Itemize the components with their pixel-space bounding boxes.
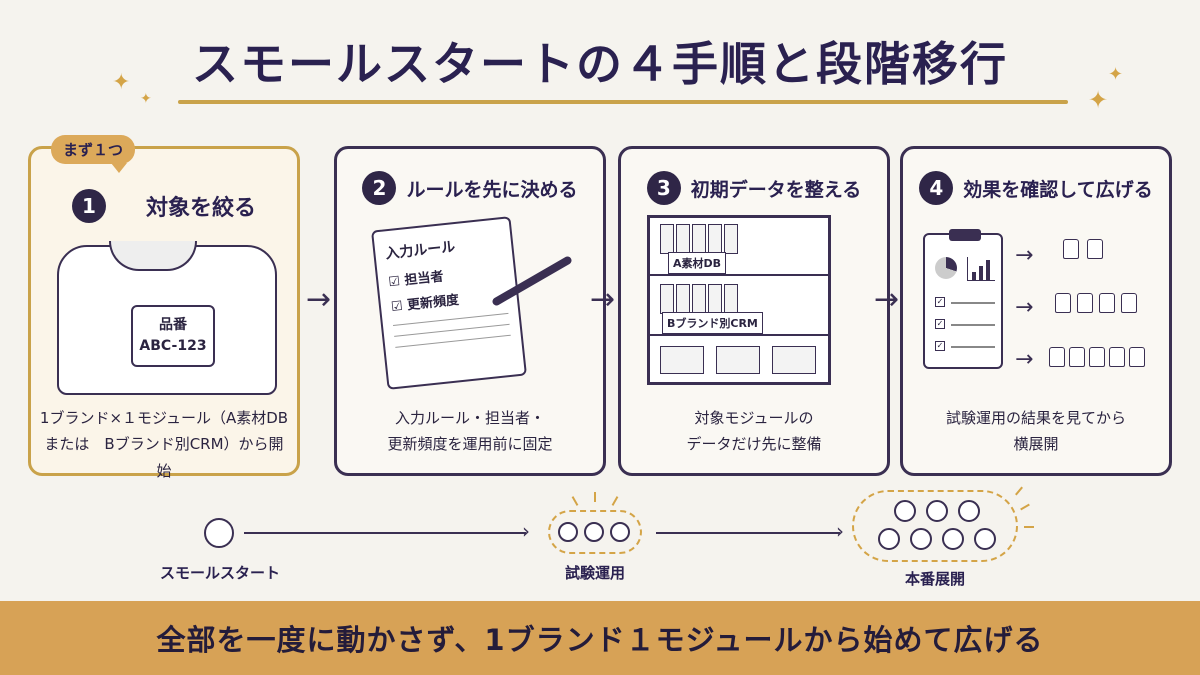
footer-message: 全部を一度に動かさず、1ブランド１モジュールから始めて広げる bbox=[156, 623, 1044, 657]
timeline-line bbox=[656, 532, 840, 534]
shelf-illustration: A素材DB Bブランド別CRM bbox=[647, 215, 831, 385]
stage-dot bbox=[958, 500, 980, 522]
caption-line: または Bブランド別CRM）から開始 bbox=[44, 435, 284, 480]
notebook-item: ☑ 更新頻度 bbox=[390, 292, 460, 316]
sparkle-icon: ✦ bbox=[140, 91, 152, 107]
arrow-right-icon: → bbox=[874, 282, 900, 317]
shirt-icon bbox=[1055, 293, 1071, 313]
step-number: 4 bbox=[919, 171, 954, 205]
stage-label: 本番展開 bbox=[904, 570, 965, 588]
step-number: 3 bbox=[646, 171, 681, 205]
caption-line: 対象モジュールの bbox=[694, 409, 814, 427]
stage-dot bbox=[926, 500, 948, 522]
step-header: 2 ルールを先に決める bbox=[337, 171, 603, 205]
stage-dot bbox=[204, 518, 234, 548]
sparkle-icon: ✦ bbox=[112, 70, 131, 95]
step-card-4: 4 効果を確認して広げる ✓ ✓ ✓ → → → 試験運用の結果を見てから 横展… bbox=[900, 146, 1172, 476]
stage-dot bbox=[558, 522, 578, 542]
stage-dot bbox=[894, 500, 916, 522]
page-title: スモールスタートの４手順と段階移行 bbox=[192, 37, 1008, 91]
shirt-icon bbox=[1077, 293, 1093, 313]
stage-dot bbox=[584, 522, 604, 542]
arrow-right-icon: → bbox=[590, 282, 616, 317]
caption-line: 試験運用の結果を見てから bbox=[945, 409, 1126, 427]
caption-line: データだけ先に整備 bbox=[686, 435, 822, 454]
shirt-icon bbox=[1087, 239, 1103, 259]
clipboard-report-icon: ✓ ✓ ✓ bbox=[923, 229, 1003, 369]
arrow-right-icon: → bbox=[1015, 347, 1034, 372]
arrow-right-icon: → bbox=[306, 282, 332, 317]
shirt-icon bbox=[1063, 239, 1079, 259]
tag-label: 品番 bbox=[159, 317, 187, 333]
tag-code: ABC-123 bbox=[139, 338, 207, 354]
step-number: 1 bbox=[71, 189, 106, 223]
stage-dot bbox=[942, 528, 964, 550]
stage-highlight bbox=[852, 490, 1018, 562]
shirt-icon bbox=[1099, 293, 1115, 313]
first-badge: まず１つ bbox=[51, 135, 136, 173]
step-title: ルールを先に決める bbox=[406, 178, 578, 201]
shirt-icon bbox=[1121, 293, 1137, 313]
stage-label: 試験運用 bbox=[564, 564, 625, 582]
arrow-right-icon: → bbox=[1015, 295, 1034, 320]
step-header: 4 効果を確認して広げる bbox=[903, 171, 1169, 205]
arrow-head-icon: › bbox=[522, 519, 530, 543]
stage-label: スモールスタート bbox=[159, 564, 280, 582]
caption-line: 横展開 bbox=[1013, 435, 1059, 454]
shirt-icon bbox=[1109, 347, 1125, 367]
step-caption: 1ブランド×１モジュール（A素材DB または Bブランド別CRM）から開始 bbox=[39, 405, 289, 484]
step-header: 3 初期データを整える bbox=[621, 171, 887, 205]
stage-dot bbox=[878, 528, 900, 550]
shirt-icon bbox=[1049, 347, 1065, 367]
step-card-2: 2 ルールを先に決める 入力ルール ☑ 担当者 ☑ 更新頻度 入力ルール・担当者… bbox=[334, 146, 606, 476]
shirt-icon bbox=[1069, 347, 1085, 367]
step-card-1: まず１つ 1 対象を絞る 品番 ABC-123 1ブランド×１モジュール（A素材… bbox=[28, 135, 300, 480]
notebook-title: 入力ルール bbox=[384, 239, 457, 263]
step-number: 2 bbox=[362, 171, 397, 205]
sparkle-icon: ✦ bbox=[1088, 86, 1109, 114]
sweater-collar bbox=[109, 241, 197, 271]
timeline-line bbox=[244, 532, 526, 534]
caption-line: 更新頻度を運用前に固定 bbox=[387, 435, 553, 454]
step-title: 初期データを整える bbox=[690, 178, 862, 201]
footer-banner: 全部を一度に動かさず、1ブランド１モジュールから始めて広げる bbox=[0, 601, 1200, 675]
shirt-icon bbox=[1129, 347, 1145, 367]
stage-dot bbox=[610, 522, 630, 542]
title-underline bbox=[178, 100, 1068, 104]
step-title: 効果を確認して広げる bbox=[963, 178, 1153, 201]
shelf-label: Bブランド別CRM bbox=[662, 312, 763, 334]
step-card-3: 3 初期データを整える A素材DB Bブランド別CRM 対象モジュールの データ… bbox=[618, 146, 890, 476]
product-tag: 品番 ABC-123 bbox=[131, 305, 215, 367]
stage-dot bbox=[910, 528, 932, 550]
shirt-icon bbox=[1089, 347, 1105, 367]
step-caption: 入力ルール・担当者・ 更新頻度を運用前に固定 bbox=[345, 405, 595, 458]
arrow-right-icon: → bbox=[1015, 243, 1034, 268]
stage-highlight bbox=[548, 510, 642, 554]
step-title: 対象を絞る bbox=[145, 196, 256, 221]
step-header: 1 対象を絞る bbox=[31, 189, 297, 223]
arrow-head-icon: › bbox=[836, 519, 844, 543]
caption-line: 1ブランド×１モジュール（A素材DB bbox=[39, 409, 289, 427]
notebook-illustration: 入力ルール ☑ 担当者 ☑ 更新頻度 bbox=[371, 216, 527, 390]
caption-line: 入力ルール・担当者・ bbox=[394, 409, 545, 427]
sparkle-icon: ✦ bbox=[1108, 64, 1124, 85]
stage-dot bbox=[974, 528, 996, 550]
step-caption: 試験運用の結果を見てから 横展開 bbox=[911, 405, 1161, 458]
step-caption: 対象モジュールの データだけ先に整備 bbox=[629, 405, 879, 458]
shelf-label: A素材DB bbox=[668, 252, 727, 274]
